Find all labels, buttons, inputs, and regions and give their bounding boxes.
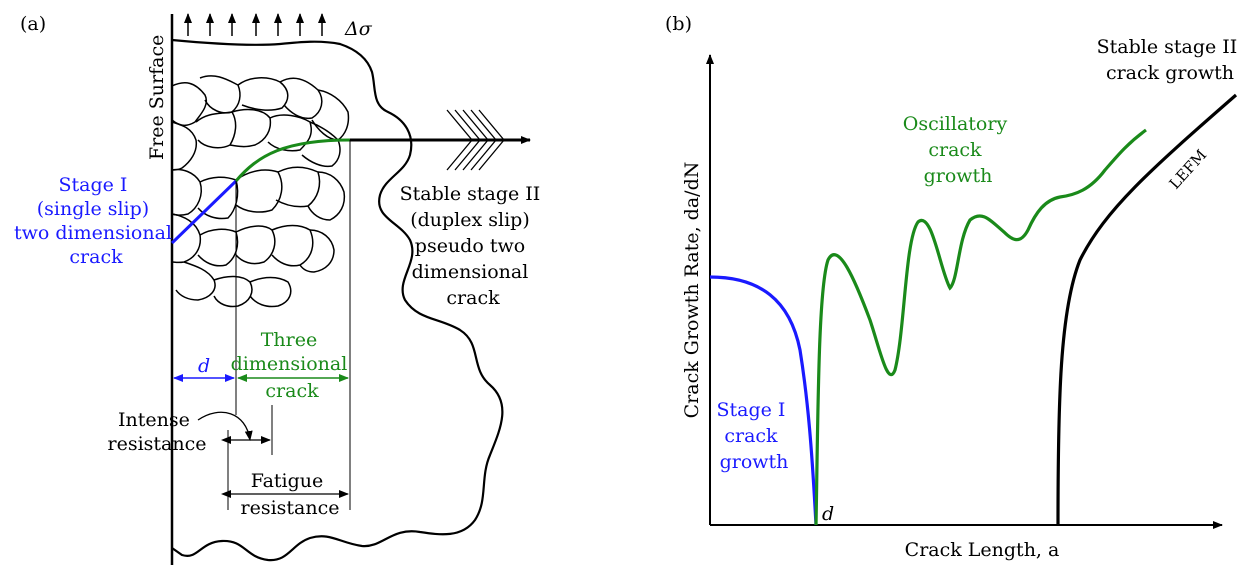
d-label-a: d — [198, 355, 210, 377]
dimension-guides — [227, 140, 351, 510]
d-label-b: d — [822, 503, 834, 525]
stage1-crack-path — [170, 179, 238, 245]
intense-resistance-label: Intense resistance — [108, 409, 207, 455]
oscillatory-curve — [814, 128, 1147, 526]
stage1-curve — [709, 275, 818, 526]
y-axis-label: Crack Growth Rate, da/dN — [681, 162, 703, 419]
panel-b: (b) Crack Growth Rate, da/dN Crack Lengt… — [665, 13, 1244, 561]
panel-a: (a) Δσ Free Surface — [14, 13, 547, 565]
fatigue-resistance-label: Fatigue resistance — [241, 470, 340, 519]
panel-a-label: (a) — [20, 13, 46, 35]
three-d-label: Three dimensional crack — [231, 329, 354, 402]
x-axis-label: Crack Length, a — [905, 539, 1060, 561]
stress-arrows — [184, 13, 326, 36]
stable-stage2-curve — [1056, 93, 1238, 526]
stable-stage2-label: Stable stage II crack growth — [1097, 36, 1244, 84]
three-d-crack-path — [234, 138, 351, 182]
specimen-boundary — [171, 38, 504, 562]
stress-label: Δσ — [344, 18, 373, 40]
stage1-label-b: Stage I crack growth — [717, 399, 792, 473]
panel-b-label: (b) — [665, 13, 692, 35]
stage2-label-a: Stable stage II (duplex slip) pseudo two… — [400, 183, 547, 309]
oscillatory-label: Oscillatory crack growth — [903, 113, 1013, 187]
intense-pointer-arrow — [197, 411, 253, 441]
grain-cluster — [171, 75, 350, 308]
slip-bands — [446, 109, 505, 171]
free-surface-label: Free Surface — [146, 35, 168, 160]
stage1-label-a: Stage I (single slip) two dimensional cr… — [14, 174, 178, 268]
